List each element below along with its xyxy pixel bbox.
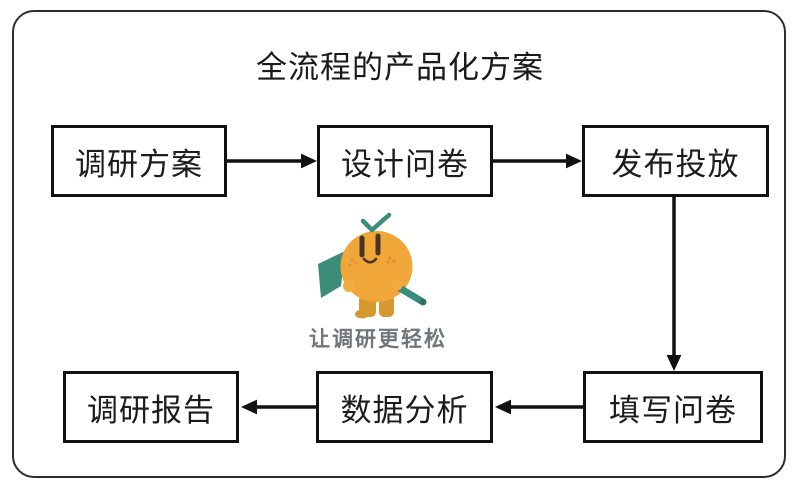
flow-node-data-analysis: 数据分析: [316, 371, 493, 443]
mascot-flag: [318, 251, 345, 298]
mascot-pencil: [391, 279, 427, 306]
flow-node-design-survey: 设计问卷: [317, 125, 493, 197]
mascot-sprout: [360, 212, 392, 233]
mascot-freckles: [348, 256, 396, 267]
flow-node-fill-survey: 填写问卷: [583, 371, 763, 443]
flow-node-publish-launch: 发布投放: [582, 125, 769, 197]
flow-node-research-report: 调研报告: [63, 371, 239, 443]
orange-mascot-icon: [318, 212, 427, 319]
mascot-face: [359, 233, 381, 264]
mascot-left-hand: [343, 280, 355, 292]
diagram-title: 全流程的产品化方案: [256, 50, 544, 85]
mascot-block: 让调研更轻松: [296, 210, 460, 353]
mascot-slogan: 让调研更轻松: [309, 328, 447, 351]
flow-node-research-plan: 调研方案: [51, 125, 227, 197]
